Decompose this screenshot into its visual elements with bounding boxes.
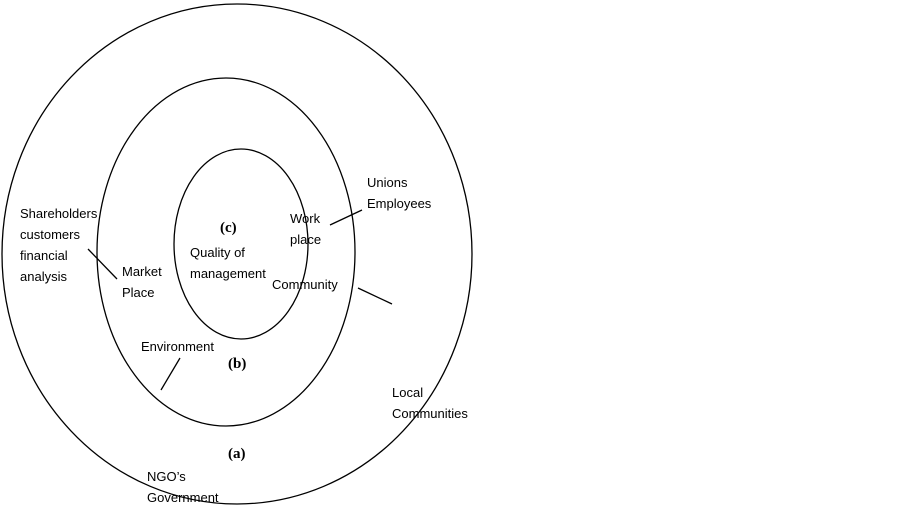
ngo-label-line1: NGO’s [147,469,186,484]
marketplace-label-line1: Market [122,264,162,279]
shareholders-label-line4: analysis [20,269,67,284]
local-communities-label-line2: Communities [392,406,468,421]
local-communities-label-line1: Local [392,385,423,400]
unions-label-line2: Employees [367,196,432,211]
shareholders-label-line1: Shareholders [20,206,98,221]
environment-label: Environment [141,339,214,354]
inner-ring [173,148,309,340]
marketplace-label-line2: Place [122,285,155,300]
quality-label-line2: management [190,266,266,281]
shareholders-label-line2: customers [20,227,80,242]
middle-ring [96,77,356,427]
outer-ring [1,3,473,505]
shareholders-leader-line [87,248,118,280]
unions-label-line1: Unions [367,175,408,190]
unions-leader-line [329,209,363,226]
community-label: Community [272,277,338,292]
workplace-label-line2: place [290,232,321,247]
environment-leader-line [160,357,181,391]
middle-ring-label: (b) [228,356,246,372]
quality-label-line1: Quality of [190,245,245,260]
ngo-label-line2: Government [147,490,219,505]
outer-ring-label: (a) [228,446,246,462]
community-leader-line [357,287,393,305]
shareholders-label-line3: financial [20,248,68,263]
inner-ring-label: (c) [220,220,237,236]
workplace-label-line1: Work [290,211,321,226]
